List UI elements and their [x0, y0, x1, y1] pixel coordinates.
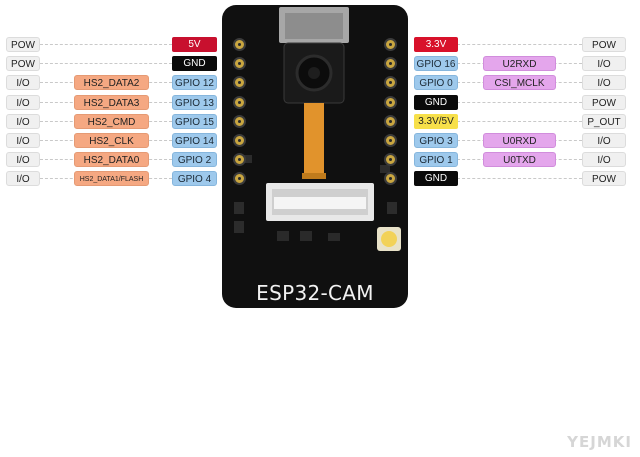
left-pin-label: GPIO 14 — [172, 133, 217, 148]
right-header-pin — [384, 57, 397, 70]
right-pin-type: I/O — [582, 56, 626, 71]
right-row-connector — [457, 44, 582, 45]
left-pin-label: 5V — [172, 37, 217, 52]
left-pin-label: GPIO 12 — [172, 75, 217, 90]
right-pin-type: I/O — [582, 75, 626, 90]
left-row-connector — [40, 44, 172, 45]
right-pin-function: U0RXD — [483, 133, 556, 148]
board: ESP32-CAM — [222, 5, 408, 308]
right-pin-label: 3.3V — [414, 37, 458, 52]
right-pin-type: P_OUT — [582, 114, 626, 129]
board-title: ESP32-CAM — [256, 281, 374, 305]
left-pin-label: GPIO 2 — [172, 152, 217, 167]
left-pin-label: GPIO 13 — [172, 95, 217, 110]
left-pin-type: I/O — [6, 75, 40, 90]
left-pin-type: I/O — [6, 152, 40, 167]
right-header-pin — [384, 153, 397, 166]
left-header-pin — [233, 96, 246, 109]
left-pin-function: HS2_DATA3 — [74, 95, 149, 110]
left-header-pin — [233, 172, 246, 185]
left-header-pin — [233, 38, 246, 51]
right-pin-type: POW — [582, 171, 626, 186]
right-header-pin — [384, 115, 397, 128]
right-header-pin — [384, 134, 397, 147]
left-header-pin — [233, 115, 246, 128]
right-pin-type: POW — [582, 95, 626, 110]
left-pin-type: I/O — [6, 114, 40, 129]
right-pin-label: GPIO 1 — [414, 152, 458, 167]
watermark: YEJMKI — [567, 433, 632, 451]
right-pin-type: I/O — [582, 133, 626, 148]
left-row-connector — [40, 63, 172, 64]
right-header-pin — [384, 76, 397, 89]
right-pin-label: GPIO 16 — [414, 56, 458, 71]
left-pin-function: HS2_CMD — [74, 114, 149, 129]
camera-flex-cable — [304, 103, 324, 175]
left-pin-type: POW — [6, 56, 40, 71]
left-pin-label: GND — [172, 56, 217, 71]
left-header-pin — [233, 76, 246, 89]
right-header-pin — [384, 172, 397, 185]
left-header-pin — [233, 57, 246, 70]
right-pin-label: GND — [414, 171, 458, 186]
right-pin-type: I/O — [582, 152, 626, 167]
right-pin-label: GPIO 0 — [414, 75, 458, 90]
right-row-connector — [457, 121, 582, 122]
right-pin-function: CSI_MCLK — [483, 75, 556, 90]
right-header-pin — [384, 96, 397, 109]
left-pin-type: I/O — [6, 133, 40, 148]
left-pin-type: I/O — [6, 171, 40, 186]
right-header-pin — [384, 38, 397, 51]
left-pin-type: I/O — [6, 95, 40, 110]
right-pin-function: U2RXD — [483, 56, 556, 71]
left-pin-function: HS2_DATA2 — [74, 75, 149, 90]
left-pin-function: HS2_DATA1/FLASH — [74, 171, 149, 186]
smd-component — [234, 202, 244, 214]
right-row-connector — [457, 102, 582, 103]
left-pin-label: GPIO 4 — [172, 171, 217, 186]
left-pin-function: HS2_CLK — [74, 133, 149, 148]
right-pin-label: GPIO 3 — [414, 133, 458, 148]
left-header-pin — [233, 153, 246, 166]
left-header-pin — [233, 134, 246, 147]
right-pin-label: GND — [414, 95, 458, 110]
right-pin-type: POW — [582, 37, 626, 52]
right-pin-function: U0TXD — [483, 152, 556, 167]
left-pin-label: GPIO 15 — [172, 114, 217, 129]
left-pin-function: HS2_DATA0 — [74, 152, 149, 167]
right-pin-label: 3.3V/5V — [414, 114, 458, 129]
board-artwork — [234, 7, 401, 251]
left-pin-type: POW — [6, 37, 40, 52]
right-row-connector — [457, 178, 582, 179]
